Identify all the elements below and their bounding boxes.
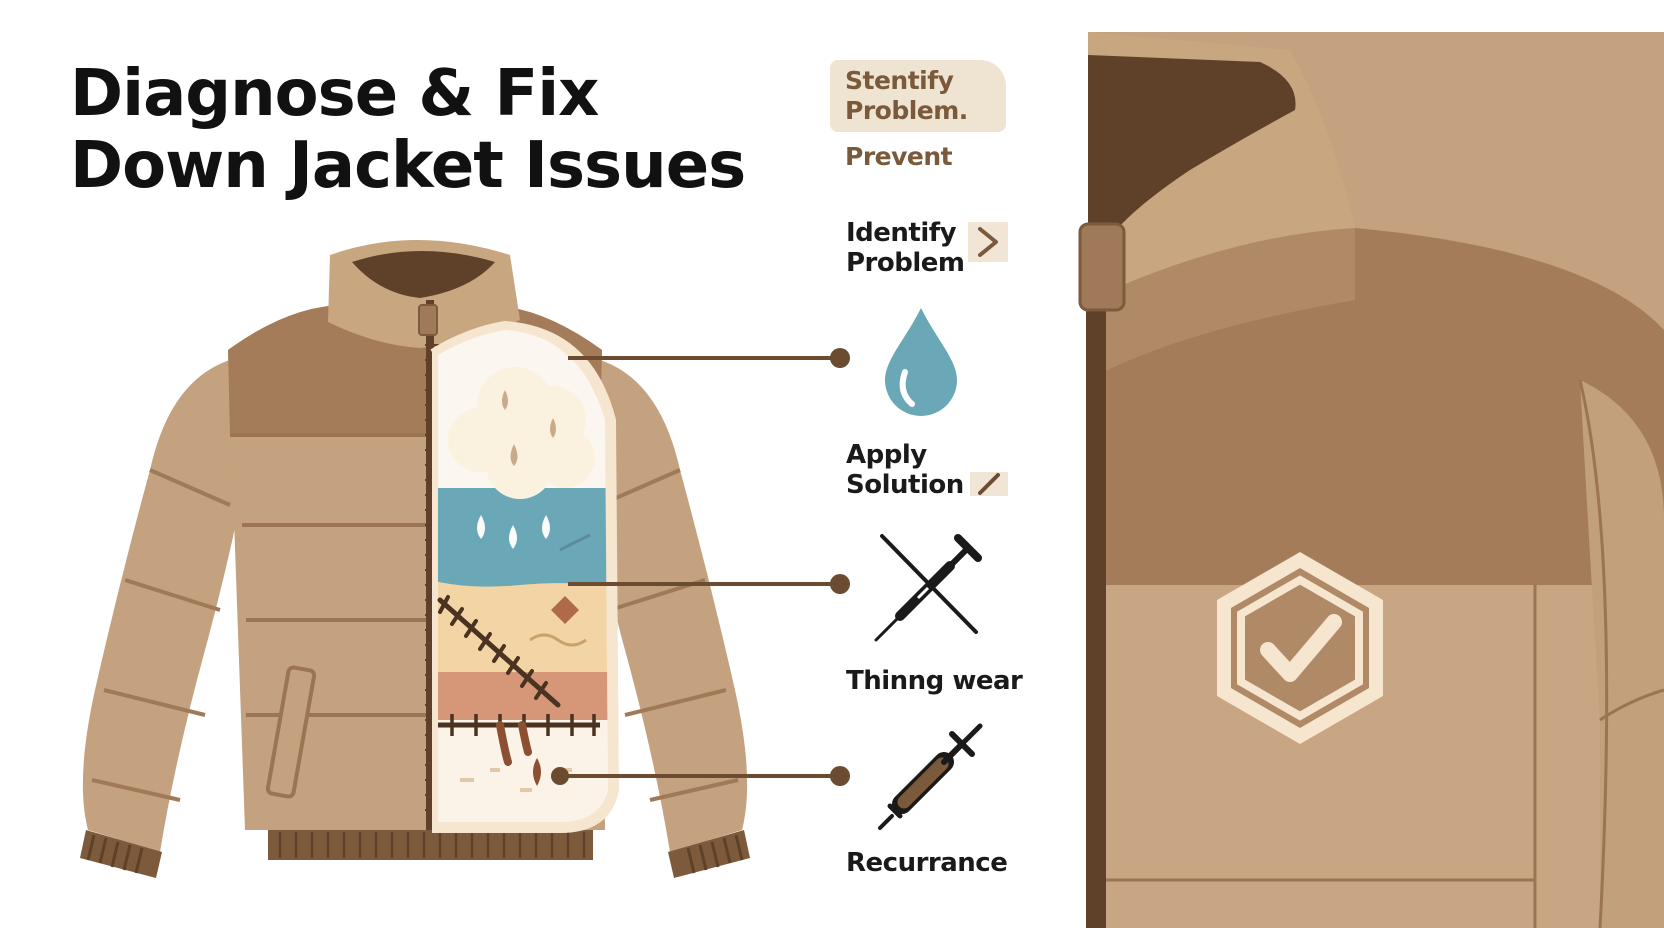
needle-crossed-icon [874,534,982,642]
step-apply-label: Apply Solution [846,440,964,500]
jacket-illustration [80,240,750,878]
jacket-closeup [1078,32,1664,928]
stentify-problem-tag: Stentify Problem. [830,60,1006,132]
syringe-icon [878,723,983,830]
prevent-label: Prevent [845,142,953,171]
page-title: Diagnose & Fix Down Jacket Issues [70,57,746,203]
connector-lines [551,348,850,786]
title-line-2: Down Jacket Issues [70,129,746,203]
chevron-right-icon [968,222,1008,262]
step-identify-label: Identify Problem [846,218,965,278]
tag-label: Stentify Problem. [845,66,968,125]
slash-icon [970,472,1008,496]
step-recurrance-label: Recurrance [846,848,1008,878]
water-drop-icon [885,308,957,416]
check-shield-icon [1217,552,1383,744]
cloud-rain-icon [448,367,595,552]
stitch-tear [437,595,600,792]
title-line-1: Diagnose & Fix [70,57,599,131]
step-thinning-label: Thinng wear [846,666,1023,696]
